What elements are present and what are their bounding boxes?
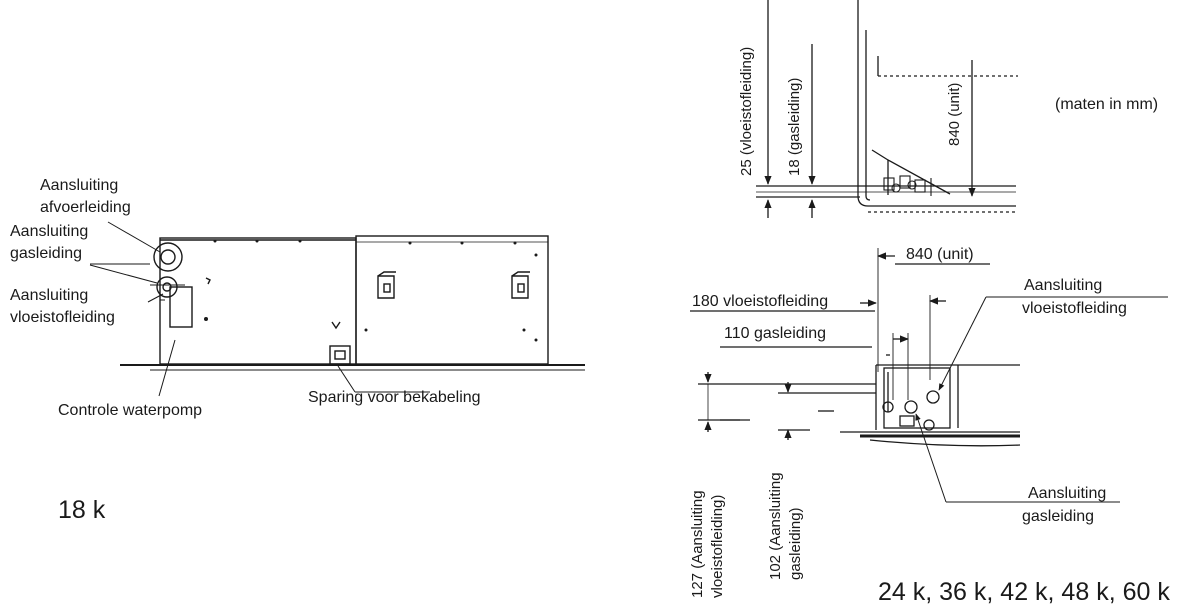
dim-liquid-vertical-label-2: vloeistofleiding) xyxy=(709,494,726,598)
liquid-connection-label-2: vloeistofleiding xyxy=(10,309,115,326)
drain-connection-label-2: afvoerleiding xyxy=(40,199,131,216)
dim-gas-horizontal-label: 110 gasleiding xyxy=(724,325,827,342)
drain-connection-label-1: Aansluiting xyxy=(40,177,119,194)
dim-liquid-vertical-label-1: 127 (Aansluiting xyxy=(689,490,706,598)
dim-unit-top-label: 840 (unit) xyxy=(946,82,963,146)
dim-liquid-horizontal-label: 180 vloeistofleiding xyxy=(692,293,829,310)
model-label-range: 24 k, 36 k, 42 k, 48 k, 60 k xyxy=(878,578,1170,606)
dim-gas-vertical-label-1: 102 (Aansluiting xyxy=(767,472,784,580)
model-label-18k: 18 k xyxy=(58,496,106,524)
left-unit-drawing xyxy=(89,221,585,397)
gas-connection-side-label-1: Aansluiting xyxy=(1028,485,1107,502)
liquid-connection-side-label-2: vloeistofleiding xyxy=(1022,300,1127,317)
liquid-connection-label-1: Aansluiting xyxy=(10,287,89,304)
unit-body-left-panel xyxy=(159,237,357,365)
cable-opening-label: Sparing voor bekabeling xyxy=(308,389,481,406)
dim-unit-side-label: 840 (unit) xyxy=(906,246,974,263)
gas-connection-label-1: Aansluiting xyxy=(10,223,89,240)
gas-connection-side-label-2: gasleiding xyxy=(1022,508,1095,525)
top-view-drawing xyxy=(756,0,1018,218)
pump-check-label: Controle waterpomp xyxy=(58,402,203,419)
side-view-drawing xyxy=(690,248,1168,503)
dim-liquid-top-label: 25 (vloeistofleiding) xyxy=(738,46,755,176)
dim-gas-vertical-label-2: gasleiding) xyxy=(787,507,804,580)
unit-body-right-panel xyxy=(355,235,549,365)
units-note: (maten in mm) xyxy=(1055,96,1159,113)
gas-connection-label-2: gasleiding xyxy=(10,245,83,262)
dim-gas-top-label: 18 (gasleiding) xyxy=(786,77,803,176)
liquid-connection-side-label-1: Aansluiting xyxy=(1024,277,1103,294)
